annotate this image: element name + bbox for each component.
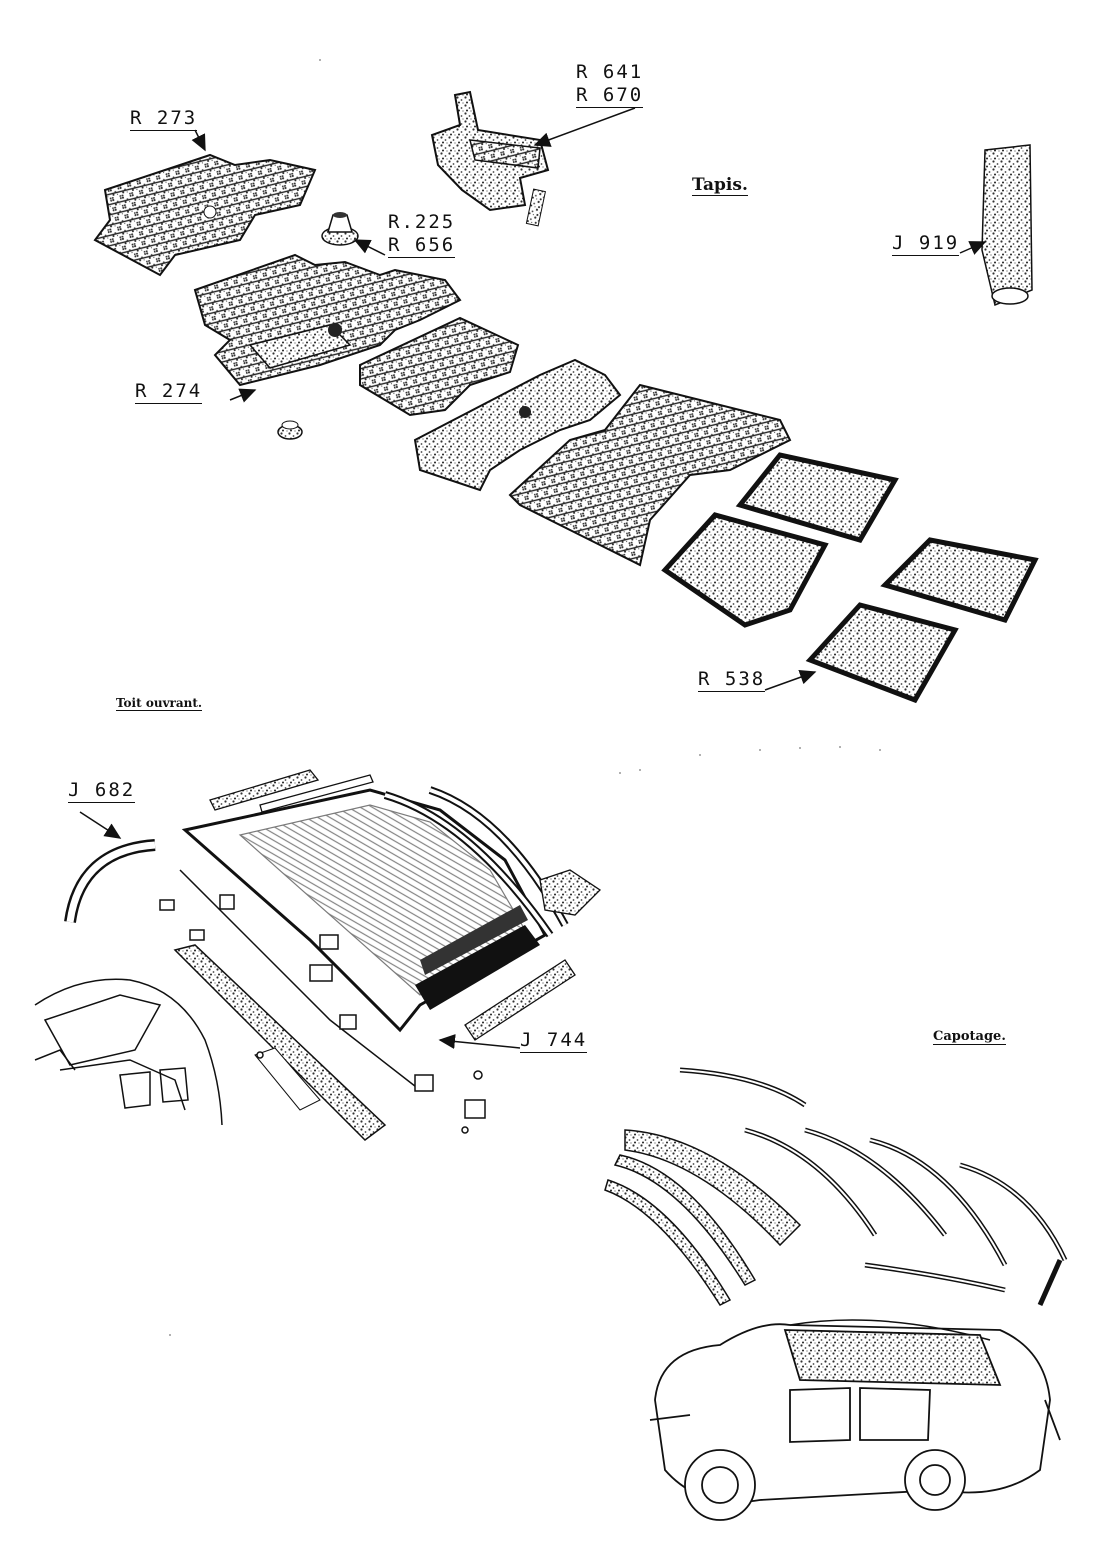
part-ref-r670: R 670 xyxy=(576,84,644,108)
carpet-rear-floor xyxy=(413,358,622,492)
seat-pad-r538-c xyxy=(880,537,1039,623)
sunroof-corner-piece xyxy=(539,869,602,916)
sill-strip-j919 xyxy=(981,144,1033,307)
soft-top-front-rails xyxy=(604,1129,802,1306)
carpet-boot-mat xyxy=(508,383,792,567)
leader-r641 xyxy=(533,107,636,147)
leader-j682 xyxy=(79,811,122,839)
carpet-tunnel-r641 xyxy=(430,90,550,227)
leader-r273 xyxy=(191,129,206,152)
section-title-toit-ouvrant: Toit ouvrant. xyxy=(116,696,203,711)
leader-j744 xyxy=(438,1034,521,1049)
carpet-mid-mat xyxy=(359,316,520,417)
part-ref-r225: R.225 xyxy=(388,211,456,233)
sunroof-rear-rail xyxy=(173,944,387,1141)
carpet-rear-mat-r274 xyxy=(193,253,462,387)
sunroof-front-strips xyxy=(209,769,374,813)
section-title-capotage: Capotage. xyxy=(933,1029,1006,1045)
part-ref-j682: J 682 xyxy=(68,779,136,803)
leader-j919 xyxy=(959,241,987,255)
seat-pad-r538-d xyxy=(805,602,959,704)
soft-top-bows-inner xyxy=(679,1069,1066,1291)
leader-r538 xyxy=(764,670,817,691)
part-ref-r274: R 274 xyxy=(135,380,203,404)
carpet-front-mat-r273 xyxy=(93,153,317,277)
part-ref-r538: R 538 xyxy=(698,668,766,692)
part-ref-r641: R 641 xyxy=(576,61,644,83)
car-sunroof-sketch xyxy=(34,978,223,1126)
sunroof-hardware xyxy=(159,869,486,1134)
leader-r225 xyxy=(353,239,386,256)
section-title-tapis: Tapis. xyxy=(692,175,748,196)
grommet-small xyxy=(277,420,303,440)
seal-j682 xyxy=(64,839,156,923)
sunroof-panel xyxy=(181,788,548,1033)
seat-pad-r538-a xyxy=(735,452,899,543)
sunroof-rear-strip xyxy=(464,959,576,1041)
leader-r274 xyxy=(229,388,257,403)
seat-pad-r538-b xyxy=(661,512,829,628)
grommet-r225 xyxy=(321,212,359,246)
part-ref-j919: J 919 xyxy=(892,232,960,256)
part-ref-r273: R 273 xyxy=(130,107,198,131)
car-soft-top-sketch xyxy=(649,1319,1061,1521)
scan-noise xyxy=(169,59,881,1336)
part-ref-j744: J 744 xyxy=(520,1029,588,1053)
part-ref-r656: R 656 xyxy=(388,234,456,258)
